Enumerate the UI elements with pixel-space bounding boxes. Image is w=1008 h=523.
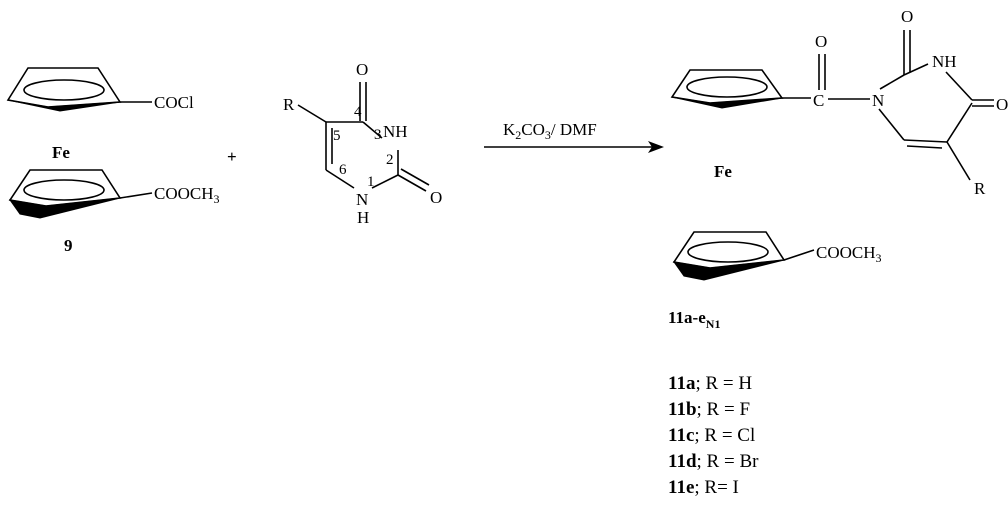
uracil-r-group: R (283, 95, 295, 114)
substituent-cooch3: COOCH3 (154, 184, 220, 206)
compound-number-9: 9 (64, 236, 73, 255)
bond-r (297, 104, 327, 123)
product-ring-n: N (872, 91, 884, 110)
derivative-11e: 11e; R= I (668, 477, 739, 498)
bond-c4-n3 (362, 121, 383, 139)
product-r-group: R (974, 179, 986, 198)
product: O C N O NH O R Fe COOCH3 11a-eN1 (668, 7, 1008, 331)
product-substituent-cooch3: COOCH3 (816, 243, 882, 265)
bond-product-cooch3 (783, 249, 815, 261)
derivative-list: 11a; R = H 11b; R = F 11c; R = Cl 11d; R… (668, 373, 759, 498)
bond-n1-c2 (371, 174, 399, 189)
uracil-oxygen-right: O (430, 188, 442, 207)
uracil-nh: NH (383, 122, 408, 141)
ring-position-3: 3 (374, 127, 382, 143)
metal-fe-label: Fe (52, 143, 70, 162)
uracil-h: H (357, 208, 369, 227)
ring-position-5: 5 (333, 128, 341, 144)
reaction-arrow: K2CO3/ DMF (484, 120, 664, 153)
bond-co-right-b (400, 168, 430, 186)
bond-c5-r (946, 141, 971, 181)
bond-n1-c6 (878, 108, 905, 141)
reaction-conditions: K2CO3/ DMF (503, 120, 597, 142)
cp-ring-bottom (8, 169, 122, 219)
bond-co-right-a (397, 174, 427, 192)
product-cp-ring-top (670, 69, 784, 109)
ring-position-1: 1 (367, 174, 375, 190)
uracil-oxygen-top: O (356, 60, 368, 79)
bond-cooch3 (119, 192, 153, 199)
uracil-n1: N (356, 190, 368, 209)
product-compound-number: 11a-eN1 (668, 308, 720, 331)
reactant-ferrocene: COCl Fe COOCH3 9 (6, 67, 220, 255)
product-ring-nh: NH (932, 52, 957, 71)
bond-c6-c5 (903, 139, 948, 143)
uracil: R O NH O N H 4 3 5 6 2 1 (283, 60, 442, 227)
product-metal-fe: Fe (714, 162, 732, 181)
product-carbonyl-c: C (813, 91, 824, 110)
bond-c6-c5-double (906, 145, 943, 149)
ring-position-6: 6 (339, 162, 347, 178)
product-cp-ring-bottom (672, 231, 786, 281)
product-ring-o-right: O (996, 95, 1008, 114)
bond-c4-c5 (946, 102, 973, 143)
bond-n1-c2 (879, 74, 905, 90)
derivative-11b: 11b; R = F (668, 399, 750, 420)
bond-c6-n1 (325, 169, 355, 189)
ring-position-2: 2 (386, 152, 394, 168)
product-ring-o-top: O (901, 7, 913, 26)
derivative-11c: 11c; R = Cl (668, 425, 755, 446)
bond-c2-n3 (903, 63, 929, 76)
cp-ring-top (6, 67, 122, 112)
ring-position-4: 4 (354, 104, 362, 120)
product-carbonyl-o: O (815, 32, 827, 51)
substituent-cocl: COCl (154, 93, 194, 112)
derivative-11a: 11a; R = H (668, 373, 752, 394)
arrow-head (648, 141, 664, 153)
plus-sign: + (227, 147, 237, 166)
bond-n3-c4 (945, 71, 973, 101)
derivative-11d: 11d; R = Br (668, 451, 759, 472)
